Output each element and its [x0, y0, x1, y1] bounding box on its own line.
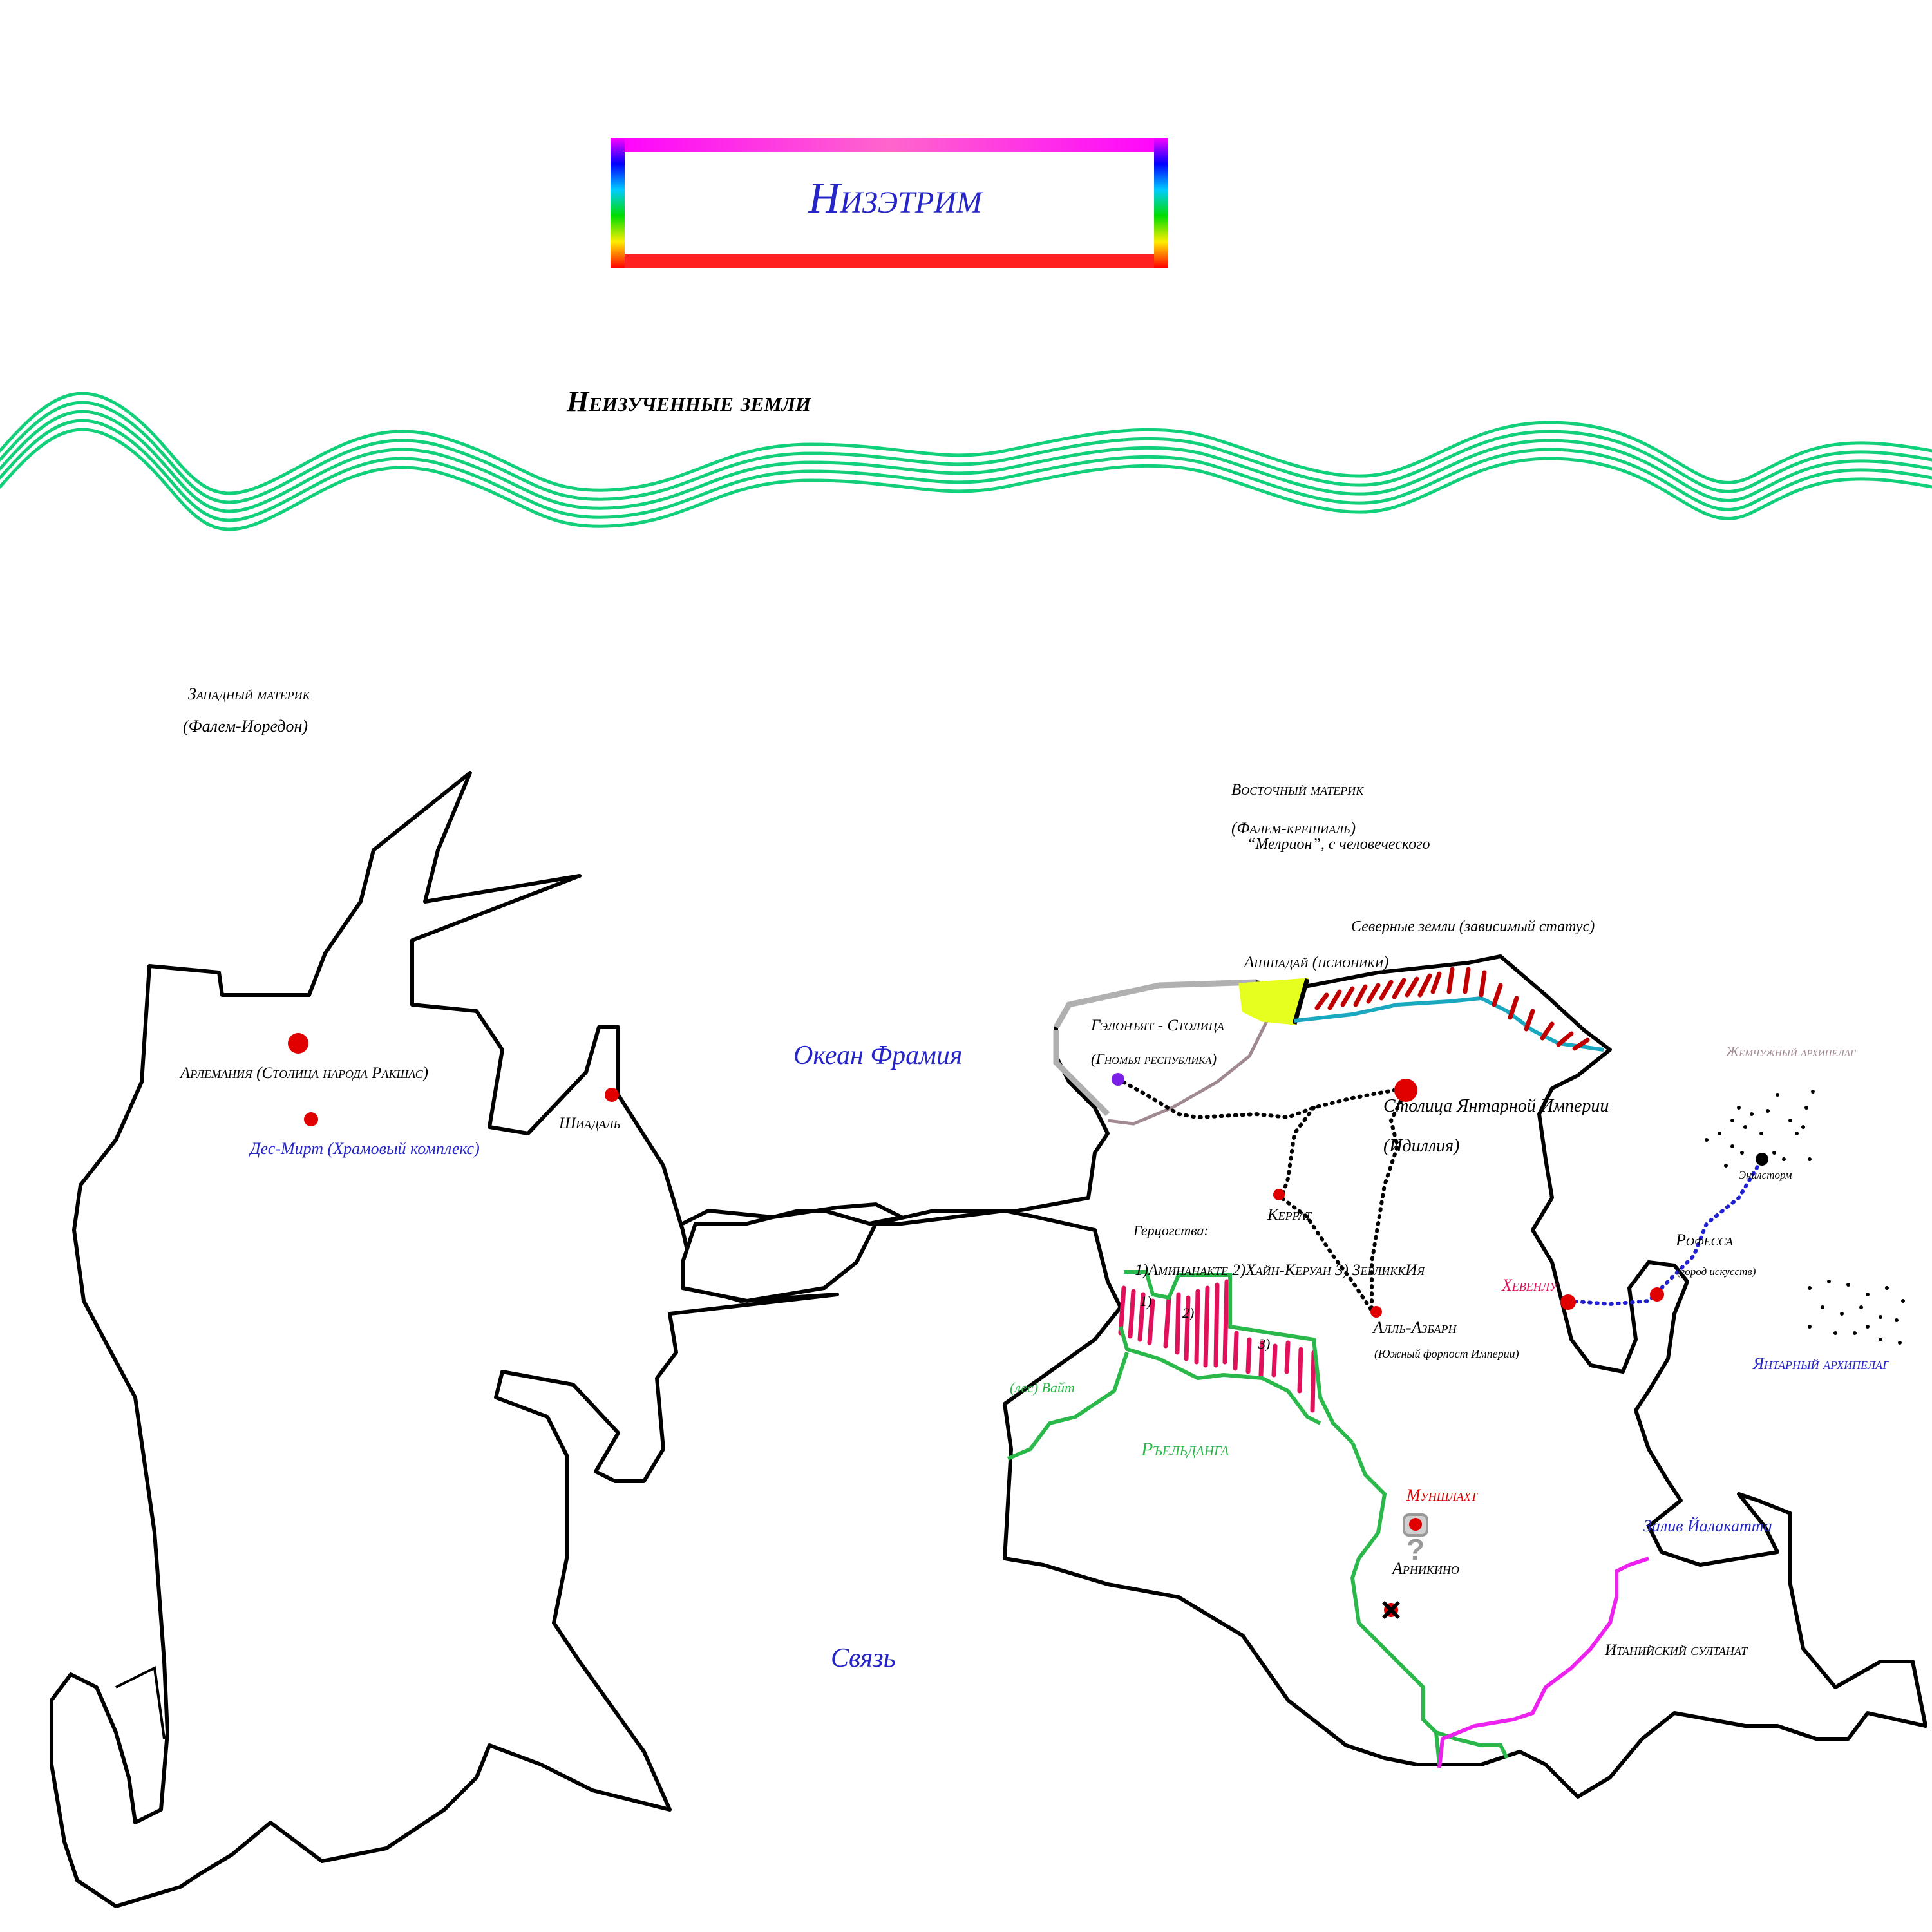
northern-lands-teal-border: [1294, 996, 1604, 1052]
itania-magenta-border: [1437, 1557, 1649, 1768]
arlemania-city-dot[interactable]: [288, 1033, 308, 1054]
title-box: Низэтрим: [611, 138, 1168, 268]
hevenlu-label: Хевенлу: [1501, 1276, 1558, 1294]
munshlakht-label: Муншлахт: [1406, 1486, 1479, 1504]
sea-label: Связь: [831, 1643, 896, 1673]
western-continent: [50, 771, 839, 1908]
munshlakht-marker[interactable]: [1403, 1513, 1428, 1537]
west-continent-alt-label: (Фалем-Иоредон): [183, 717, 308, 735]
duchy-2-label: 2): [1182, 1305, 1194, 1321]
map-title: Низэтрим: [808, 173, 984, 222]
duchies-green-border-inner: [1119, 1326, 1321, 1425]
shiadal-label: Шиадаль: [558, 1115, 620, 1132]
ashshaday-divider: [1292, 978, 1310, 1025]
enilstorm-city-dot[interactable]: [1756, 1153, 1768, 1166]
enilstorm-label: Энилсторм: [1739, 1169, 1792, 1181]
rofessa-city-dot[interactable]: [1650, 1287, 1664, 1302]
kerrat-city-dot[interactable]: [1273, 1189, 1285, 1200]
amber-capital-label-2: (Идиллия): [1383, 1136, 1459, 1156]
north-lands-label: Северные земли (зависимый статус): [1351, 918, 1595, 935]
amber-archipelago-label: Янтарный архипелаг: [1752, 1354, 1889, 1373]
roads-dotted: [1115, 1077, 1406, 1312]
hevenlu-city-dot[interactable]: [1560, 1294, 1576, 1310]
forest-green-line: [1007, 1352, 1129, 1461]
unexplored-border: [0, 392, 1932, 531]
gelonyat-border-west: [1053, 1030, 1110, 1117]
duchies-hatching: [1118, 1279, 1316, 1413]
duchy-1-label: 1): [1140, 1293, 1151, 1309]
west-continent-label: Западный материк: [188, 685, 311, 703]
western-islet-notch: [115, 1665, 166, 1739]
cross-mark-icon: [1381, 1600, 1401, 1620]
shiadal-city-dot[interactable]: [605, 1088, 619, 1102]
east-continent-alt-label: (Фалем-крешиаль): [1231, 820, 1356, 837]
gelonyat-capital-dot[interactable]: [1112, 1073, 1124, 1086]
amber-capital-dot[interactable]: [1394, 1079, 1417, 1102]
allazbarn-label: Алль-Азбарн: [1372, 1318, 1457, 1337]
amber-archipelago-dots: [1808, 1280, 1905, 1345]
itania-label: Итанийский султанат: [1604, 1642, 1748, 1659]
rofessa-sub-label: (город искусств): [1677, 1265, 1756, 1278]
eastern-west-coast: [681, 1202, 908, 1226]
arlemania-label: Арлемания (Столица народа Ракшас): [179, 1065, 428, 1082]
ashshaday-label: Ашшадай (псионики): [1243, 954, 1388, 971]
desmirt-city-dot[interactable]: [304, 1112, 318, 1126]
east-continent-label: Восточный материк: [1231, 781, 1364, 799]
question-mark-icon: ?: [1406, 1533, 1425, 1566]
allazbarn-city-dot[interactable]: [1370, 1306, 1382, 1318]
ashshaday-region: [1238, 978, 1309, 1025]
duchies-label: Герцогства:: [1133, 1222, 1209, 1238]
arnikino-label: Арникино: [1391, 1559, 1459, 1578]
east-continent-alt2-label: “Мелрион”, с человеческого: [1247, 836, 1430, 853]
duchy-3-label: 3): [1258, 1336, 1270, 1352]
sea-route-dotted: [1566, 1164, 1760, 1307]
desmirt-label: Дес-Мирт (Храмовый комплекс): [248, 1139, 480, 1158]
forest-label: (лес) Вайт: [1010, 1379, 1075, 1396]
pearl-archipelago-label: Жемчужный архипелаг: [1725, 1043, 1857, 1059]
pearl-archipelago-dots: [1705, 1090, 1815, 1168]
kerrat-label: Керрат: [1267, 1206, 1312, 1224]
gelonyat-label-1: Гэлонъят - Столица: [1090, 1017, 1225, 1034]
ryeldanga-label: Ръельданга: [1141, 1439, 1229, 1460]
allazbarn-sub-label: (Южный форпост Империи): [1374, 1347, 1519, 1361]
duchies-green-border: [1124, 1270, 1354, 1444]
unexplored-label: Неизученные земли: [566, 386, 811, 417]
bay-label: Залив Йалакатта: [1643, 1517, 1772, 1535]
northern-lands-hatching: [1314, 967, 1590, 1051]
gelonyat-label-2: (Гномья республика): [1091, 1051, 1217, 1067]
duchies-list-label: 1)Аминанакте 2)Хайн-Керуан 3) ЗерликкИя: [1135, 1262, 1425, 1279]
gelonyat-border: [1054, 979, 1256, 1029]
amber-capital-label-1: Столица Янтарной Империи: [1383, 1096, 1609, 1116]
ryeldanga-green-river: [1350, 1441, 1509, 1759]
ocean-label: Океан Фрамия: [793, 1041, 962, 1070]
rofessa-label: Рофесса: [1675, 1231, 1734, 1249]
